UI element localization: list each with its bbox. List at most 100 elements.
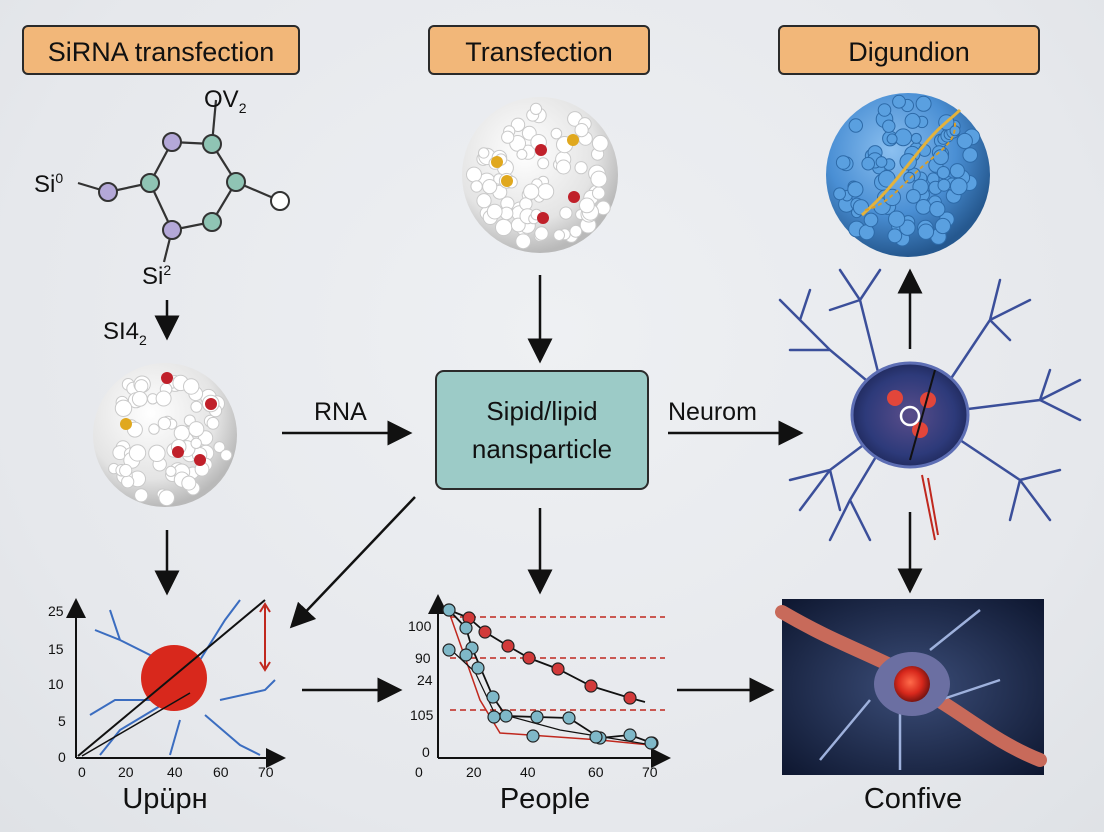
flow-arrows: [154, 268, 923, 703]
nanoparticle-bump: [903, 171, 916, 184]
nanoparticle-bump: [569, 224, 583, 238]
caption-left: Upüpн: [122, 783, 208, 815]
nanoparticle-bump: [550, 127, 563, 140]
nanoparticle-bump: [962, 147, 979, 163]
nanoparticle-bump: [956, 132, 973, 150]
nanoparticle-bump: [886, 133, 898, 145]
nanoparticle-bump: [495, 218, 513, 237]
data-point: [471, 661, 485, 675]
nanoparticle-bump: [590, 170, 608, 188]
series-line: [448, 609, 646, 703]
nanoparticle-bump: [148, 423, 160, 435]
molecule-label-bottom: Si2: [142, 262, 172, 290]
nanoparticle-bump: [213, 441, 226, 454]
nanoparticle-bump: [934, 217, 952, 235]
neuron-nuclei: [887, 369, 939, 541]
y-tick: 5: [58, 713, 66, 729]
nanoparticle-bump: [501, 130, 515, 144]
molecule-label-top: OV2: [204, 86, 247, 116]
x-tick: 40: [167, 764, 183, 780]
nanoparticle-bump: [574, 161, 588, 175]
y-tick: 10: [48, 676, 64, 692]
x-tick: 40: [520, 764, 536, 780]
nanoparticle-bump: [188, 421, 205, 438]
nanoparticle-bump: [158, 489, 175, 507]
nanoparticle-bump: [155, 390, 172, 407]
nanoparticle-bump: [165, 465, 177, 477]
data-point: [487, 710, 501, 724]
nanoparticle-bump: [553, 229, 565, 242]
data-point: [584, 679, 598, 693]
x-tick: 60: [213, 764, 229, 780]
nanoparticle-bump: [121, 475, 135, 489]
nanoparticle-bump: [181, 475, 197, 491]
data-point: [522, 651, 536, 665]
data-point: [459, 648, 473, 662]
nanoparticle-bump: [486, 203, 503, 220]
nanoparticle-bump: [882, 119, 896, 133]
nanoparticle-bump: [534, 226, 549, 241]
nanoparticle-bump: [220, 449, 233, 462]
nanoparticle-bump: [936, 166, 951, 180]
nanoparticle-bump: [906, 189, 921, 204]
nanoparticle-bump: [929, 201, 946, 218]
data-point: [442, 643, 456, 657]
header-transfection: Transfection: [428, 25, 650, 75]
nanoparticle-bump: [537, 183, 555, 200]
y-tick: 24: [417, 672, 433, 688]
nanoparticle-bump: [134, 488, 149, 503]
nanoparticle-bump: [949, 163, 965, 179]
neuron-icon-right: [778, 268, 1082, 542]
nanoparticle-bump: [904, 112, 921, 129]
data-point: [478, 625, 492, 639]
nanoparticle-bump: [592, 186, 606, 200]
data-point: [501, 639, 515, 653]
nanoparticle-bump: [128, 444, 147, 462]
nanoparticle-bump: [875, 156, 888, 168]
nanoparticle-bump: [470, 180, 483, 193]
nanoparticle-bump: [466, 166, 482, 183]
x-tick: 0: [78, 764, 86, 780]
nanoparticle-bump: [887, 228, 903, 244]
caption-right: Confive: [863, 783, 963, 815]
nanoparticle-bump: [529, 102, 543, 116]
data-point: [562, 711, 576, 725]
y-tick: 15: [48, 641, 64, 657]
nanoparticle-bump: [915, 95, 932, 112]
nanoparticle-bump: [131, 391, 148, 407]
nanoparticle-bump: [510, 117, 526, 133]
series-line: [448, 611, 651, 746]
y-tick: 90: [415, 650, 431, 666]
y-tick: 100: [408, 618, 432, 634]
series-line: [448, 609, 653, 744]
lnp-box-line2: nansparticle: [471, 434, 613, 464]
nanoparticle-bump: [556, 159, 571, 175]
nanoparticle-bump: [847, 181, 864, 198]
y-tick: 0: [58, 749, 66, 765]
y-tick: 0: [422, 744, 430, 760]
neuron-photo: [775, 599, 1047, 775]
nanoparticle-icon-left: [93, 363, 237, 507]
nanoparticle-bump: [190, 437, 202, 449]
data-point: [459, 621, 473, 635]
y-tick: 25: [48, 603, 64, 619]
nanoparticle-icon-right: [826, 93, 990, 257]
data-point: [442, 603, 456, 617]
nanoparticle-bump: [574, 123, 589, 138]
nanoparticle-bump: [877, 103, 892, 117]
y-tick: 105: [410, 707, 434, 723]
nanoparticle-bump: [523, 183, 540, 200]
neuron-soma: [850, 361, 970, 469]
nanoparticle-bump: [183, 378, 200, 395]
flow-label-rna: RNA: [314, 398, 367, 426]
nanoparticle-bump: [148, 444, 166, 462]
nanoparticle-bump: [173, 424, 190, 442]
nanoparticle-bump: [932, 149, 949, 166]
nanoparticle-bump: [157, 416, 172, 430]
x-tick: 70: [258, 764, 274, 780]
chart-left: [66, 598, 286, 768]
nanoparticle-bump: [482, 179, 498, 195]
nanoparticle-bump: [559, 206, 573, 220]
nanoparticle-icon-center: [462, 97, 618, 253]
lnp-box-line1: Sipid/lipid: [486, 396, 598, 426]
